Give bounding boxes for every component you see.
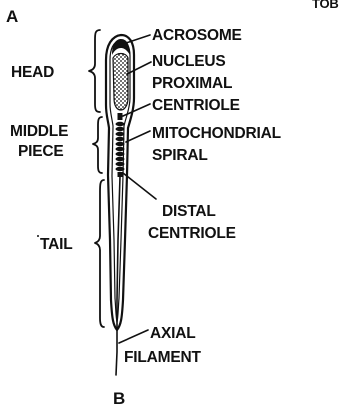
mitochondrial-spiral-label-line2: SPIRAL: [152, 147, 208, 164]
label-a: A: [6, 7, 18, 26]
acrosome-label: ACROSOME: [152, 27, 242, 44]
axial-filament-label-line2: FILAMENT: [124, 349, 201, 366]
middle-piece-bracket: [93, 117, 102, 173]
proximal-centriole-label-line1: PROXIMAL: [152, 75, 232, 92]
corner-text: TOB: [312, 0, 339, 11]
acrosome-cap: [112, 39, 130, 55]
middle-piece-label-line1: MIDDLE: [10, 123, 68, 140]
middle-piece-label-line2: PIECE: [18, 143, 64, 160]
label-b: B: [113, 389, 125, 408]
nucleus-label: NUCLEUS: [152, 53, 226, 70]
tail-label: TAIL: [40, 236, 73, 253]
axial-filament-label-line1: AXIAL: [150, 325, 196, 342]
distal-centriole-label-line1: DISTAL: [162, 203, 216, 220]
mitochondrial-spiral-label-line1: MITOCHONDRIAL: [152, 125, 281, 142]
tail-bracket: [95, 180, 104, 327]
stray-dot: [37, 235, 39, 237]
sperm-cell: [106, 35, 134, 375]
head-bracket: [89, 30, 100, 112]
proximal-centriole: [118, 113, 123, 120]
distal-centriole-label-line2: CENTRIOLE: [148, 225, 236, 242]
head-label: HEAD: [11, 64, 54, 81]
proximal-centriole-label-line2: CENTRIOLE: [152, 97, 240, 114]
nucleus-shape: [113, 54, 128, 111]
